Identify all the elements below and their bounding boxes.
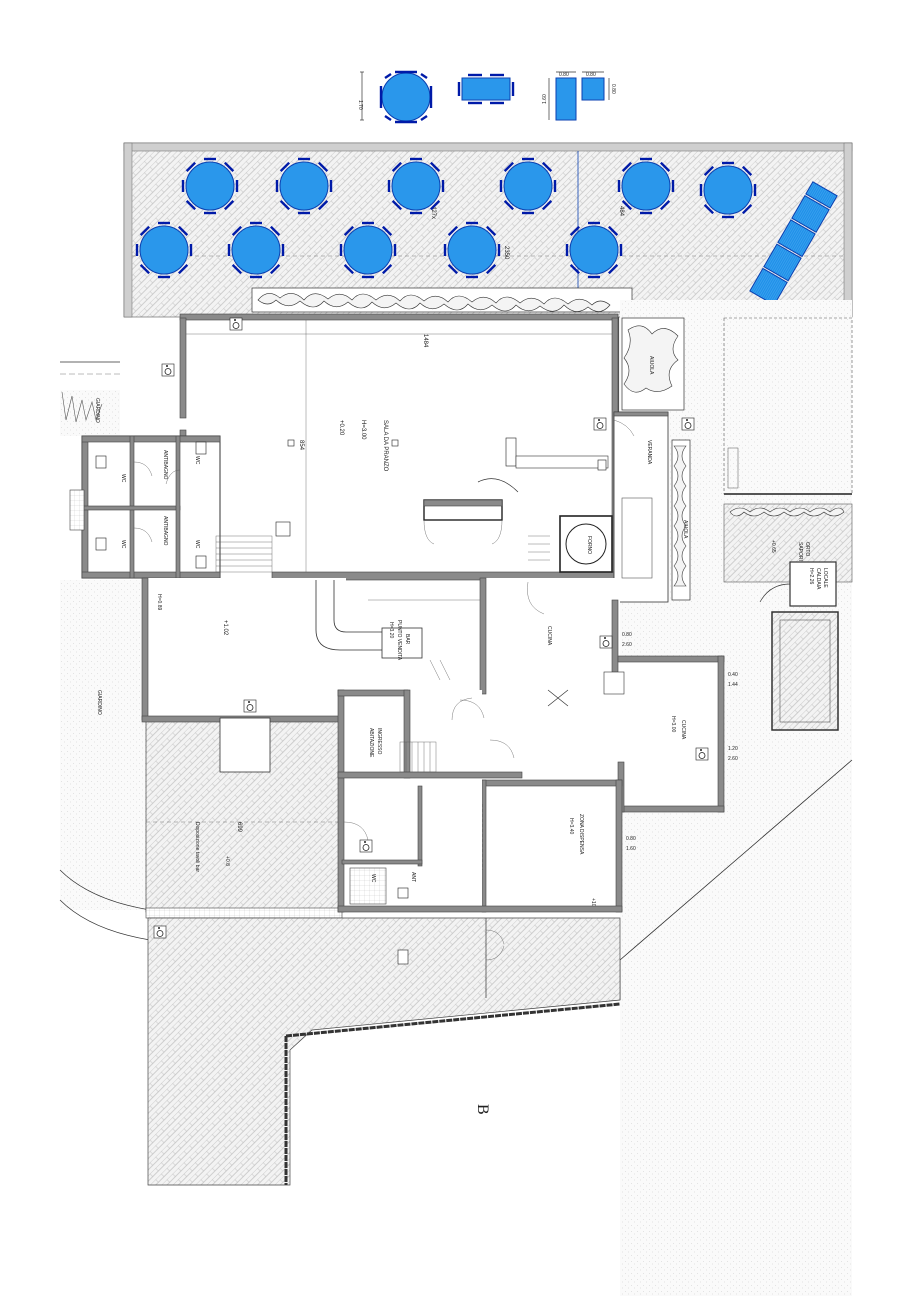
- round-table: [387, 157, 445, 215]
- stairs-entrance: [399, 741, 437, 773]
- wc-label-3: WC: [194, 456, 200, 465]
- wheelchair-sign: [359, 839, 373, 853]
- dining-height: H=3.00: [360, 420, 366, 440]
- w4-bot: 1.60: [626, 846, 636, 852]
- herb-garden-label-1: ORTO: [804, 542, 810, 556]
- bar-sub: PUNTO VENDITA: [396, 620, 402, 661]
- w4-top: 0.80: [626, 836, 636, 842]
- hall-height: H=0.89: [156, 594, 162, 610]
- dining-length-dim: 1484: [422, 334, 428, 348]
- w1-bot: 2.60: [622, 642, 632, 648]
- round-table: [499, 157, 557, 215]
- dining-name: SALA DA PRANZO: [382, 420, 388, 472]
- pantry-name: ZONA DISPENSA: [578, 814, 584, 855]
- legend-sq-dim-4: 0.80: [610, 84, 616, 94]
- round-table: [135, 221, 193, 279]
- legend-square-tables: 0.80 0.80 1.60 0.80: [542, 71, 616, 121]
- terrace-depth-dim: 484: [618, 206, 624, 217]
- legend-sq-dim-1: 0.80: [559, 72, 569, 78]
- antibagno-label-2: ANTIBAGNO: [162, 516, 168, 546]
- legend-sq-dim-3: 1.60: [542, 94, 548, 104]
- legend-round-dim: 1.70: [357, 100, 363, 110]
- garden-label-top: GIARDINO: [94, 398, 100, 423]
- terrace-tables: [135, 157, 757, 279]
- wheelchair-sign: [153, 925, 167, 939]
- w3-bot: 2.60: [728, 756, 738, 762]
- aiuola-label-2: AIUOLA: [682, 520, 688, 539]
- round-table: [181, 157, 239, 215]
- diagonal-tables: [749, 181, 838, 306]
- kitchen-large-height: H=3.00: [670, 716, 676, 732]
- w1-top: 0.80: [622, 632, 632, 638]
- hedge-planter: [251, 287, 633, 313]
- kitchen-large-label: CUCINA: [680, 720, 686, 740]
- herb-garden-label-2: SAPORI: [797, 542, 803, 561]
- pantry-height: H=3.40: [568, 818, 574, 834]
- pantry-mark: +10: [590, 898, 596, 907]
- w3-top: 1.20: [728, 746, 738, 752]
- w2-bot: 1.44: [728, 682, 738, 688]
- wheelchair-sign: [681, 417, 695, 431]
- stairs-left: [215, 535, 273, 573]
- oven-label: FORNO: [586, 536, 592, 554]
- terrace-mark: 427x: [430, 206, 436, 219]
- section-mark: B: [474, 1104, 491, 1115]
- wc-label-1: WC: [120, 474, 126, 483]
- window-notes: 0.80 2.60 0.40 1.44 1.20 2.60 0.80 1.60: [622, 632, 738, 852]
- legend-rect-table: [457, 73, 515, 105]
- wheelchair-sign: [599, 635, 613, 649]
- wheelchair-sign: [593, 417, 607, 431]
- ant-label: ANT: [410, 872, 416, 882]
- herb-garden-level: +0.65: [770, 540, 776, 553]
- boiler-label-1: LOCALE: [822, 568, 828, 588]
- round-table: [443, 221, 501, 279]
- building: 1484 854 SALA DA PRANZO H=3.00 +0.20 VER…: [69, 313, 725, 913]
- terrace-level: +0.8: [224, 856, 230, 866]
- wheelchair-sign: [229, 317, 243, 331]
- veranda-label: VERANDA: [646, 440, 652, 465]
- bar-name: BAR: [404, 634, 410, 645]
- wheelchair-sign: [243, 699, 257, 713]
- antibagno-label-1: ANTIBAGNO: [162, 450, 168, 480]
- wc-label-2: WC: [120, 540, 126, 549]
- round-table: [699, 161, 757, 219]
- kitchen-small-label: CUCINA: [546, 626, 552, 646]
- legend-sq-dim-2: 0.80: [586, 72, 596, 78]
- garden-label-left: GIARDINO: [96, 690, 102, 715]
- wheelchair-sign: [695, 747, 709, 761]
- terrace-width-dim: 2350: [503, 246, 509, 260]
- boiler-label-2: CALDAIA: [815, 568, 821, 590]
- outdoor-tables-label: Disposizione tavoli bar: [194, 822, 200, 872]
- dining-level: +0.20: [338, 420, 344, 436]
- planters-right: AIUOLA AIUOLA: [621, 317, 691, 601]
- round-table: [339, 221, 397, 279]
- entrance-label-1: INGRESSO: [376, 728, 382, 755]
- furniture-legend: 1.70: [357, 70, 616, 124]
- hall-level: +1.02: [222, 620, 228, 636]
- aiuola-label-1: AIUOLA: [648, 356, 654, 375]
- round-table: [565, 221, 623, 279]
- wheelchair-sign: [161, 363, 175, 377]
- entrance-label-2: ABITAZIONE: [368, 728, 374, 758]
- round-table: [275, 157, 333, 215]
- round-table: [617, 157, 675, 215]
- w2-top: 0.40: [728, 672, 738, 678]
- courtyard-width-dim: 699: [236, 822, 242, 833]
- wc-label-4: WC: [194, 540, 200, 549]
- accessibility-signs: [153, 317, 709, 939]
- wc-label-5: WC: [370, 874, 376, 883]
- bar-height: H=3.20: [388, 622, 394, 638]
- dining-width-dim: 854: [298, 440, 304, 451]
- legend-round-table: 1.70: [357, 70, 433, 124]
- boiler-height: H=2.26: [808, 568, 814, 584]
- round-table: [227, 221, 285, 279]
- bottom-yard: [147, 917, 621, 1186]
